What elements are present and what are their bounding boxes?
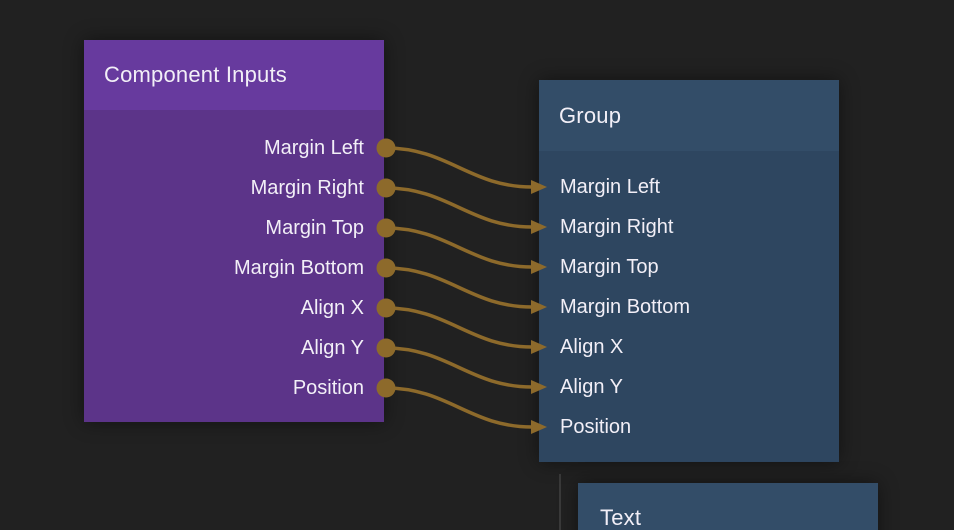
wire-align-y[interactable] (385, 346, 533, 389)
output-row-margin-top: Margin Top (84, 208, 384, 248)
input-row-align-y: Align Y (539, 367, 839, 407)
output-row-margin-bottom: Margin Bottom (84, 248, 384, 288)
port-label: Margin Bottom (233, 256, 364, 279)
port-label: Margin Bottom (560, 295, 691, 318)
port-label: Margin Right (250, 176, 364, 199)
wire-position[interactable] (385, 386, 533, 429)
port-label: Align X (560, 335, 624, 358)
input-row-margin-right: Margin Right (539, 207, 839, 247)
output-row-align-x: Align X (84, 288, 384, 328)
wire-margin-bottom[interactable] (385, 266, 533, 309)
wire-align-x[interactable] (385, 306, 533, 349)
node-group-header[interactable]: Group (539, 80, 839, 151)
port-label: Align Y (300, 336, 364, 359)
input-row-margin-bottom: Margin Bottom (539, 287, 839, 327)
wire-margin-right[interactable] (385, 186, 533, 229)
node-group[interactable]: Group Margin Left Margin Right Margin To… (539, 80, 839, 462)
port-label: Margin Right (560, 215, 674, 238)
wire-margin-left[interactable] (385, 146, 533, 189)
node-component-inputs-body: Margin Left Margin Right Margin Top Marg… (84, 110, 384, 408)
input-row-position: Position (539, 407, 839, 447)
port-label: Margin Top (265, 216, 364, 239)
port-label: Margin Left (263, 136, 364, 159)
input-row-align-x: Align X (539, 327, 839, 367)
output-row-margin-left: Margin Left (84, 128, 384, 168)
wire-margin-top[interactable] (385, 226, 533, 269)
node-component-inputs-header[interactable]: Component Inputs (84, 40, 384, 110)
output-row-position: Position (84, 368, 384, 408)
port-label: Position (292, 376, 364, 399)
input-row-margin-left: Margin Left (539, 167, 839, 207)
port-label: Align Y (560, 375, 624, 398)
node-title: Group (559, 102, 622, 128)
port-label: Margin Left (560, 175, 661, 198)
dimmed-connection-line (559, 474, 561, 530)
port-label: Margin Top (560, 255, 659, 278)
node-title: Text (600, 505, 642, 530)
node-title: Component Inputs (104, 62, 287, 87)
node-group-body: Margin Left Margin Right Margin Top Marg… (539, 151, 839, 447)
output-row-margin-right: Margin Right (84, 168, 384, 208)
port-label: Position (560, 415, 632, 438)
input-row-margin-top: Margin Top (539, 247, 839, 287)
port-label: Align X (300, 296, 364, 319)
node-component-inputs[interactable]: Component Inputs Margin Left Margin Righ… (84, 40, 384, 422)
node-text-header[interactable]: Text (578, 483, 878, 530)
node-text[interactable]: Text (578, 483, 878, 530)
output-row-align-y: Align Y (84, 328, 384, 368)
